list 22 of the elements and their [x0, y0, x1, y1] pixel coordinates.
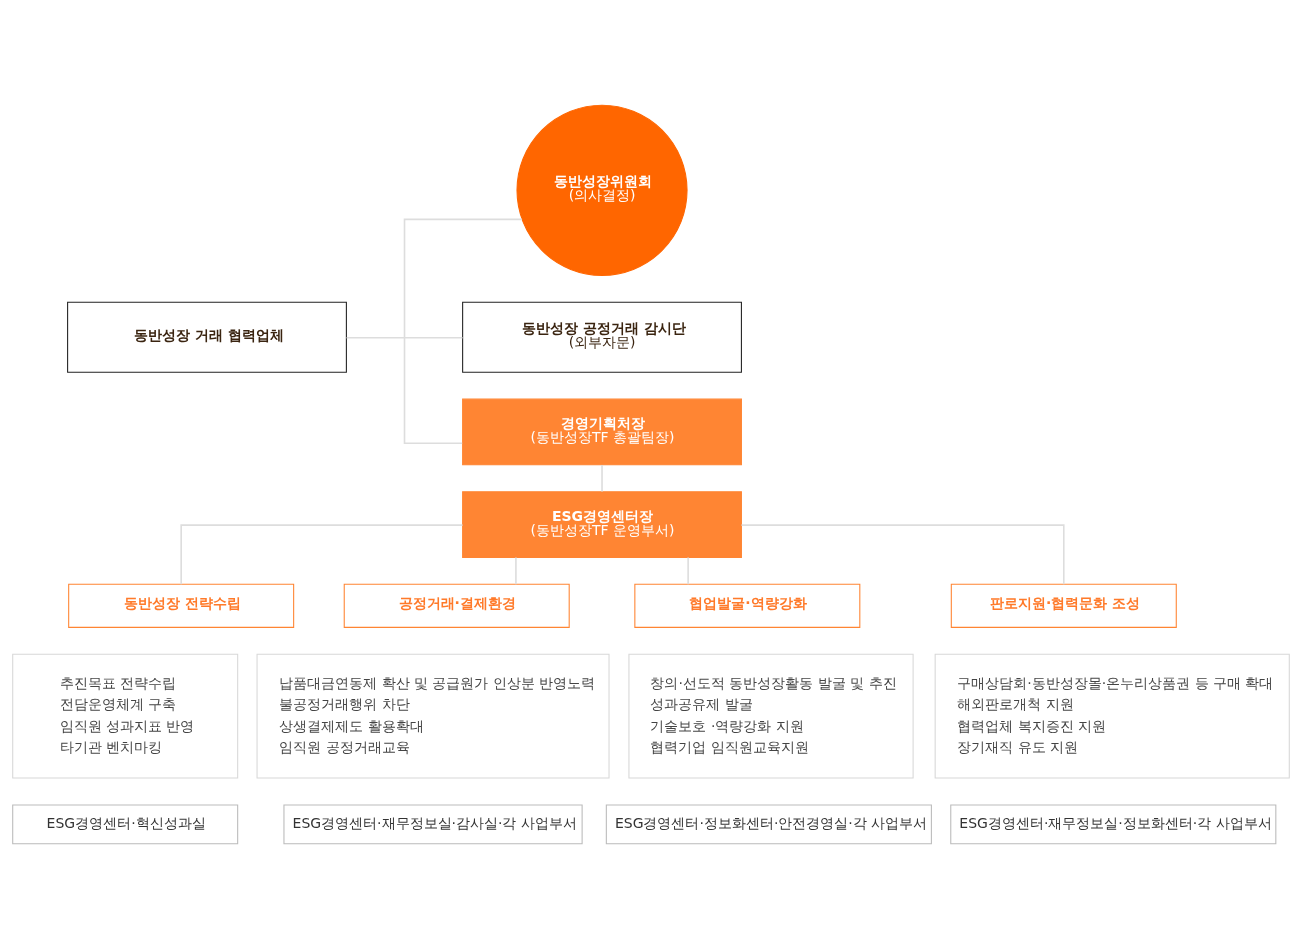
node-box: 구매상담회·동반성장몰·온누리상품권 등 구매 확대 해외판로개척 지원 협력업체 복지증진 지원 장기재직 유도 지원 — [934, 653, 1290, 779]
connector — [740, 524, 1065, 585]
node-box: 동반성장 공정거래 감시단 (외부자문) — [462, 301, 742, 373]
node-box: 추진목표 전략수립 전담운영체계 구축 임직원 성과지표 반영 타기관 벤치마킹 — [12, 653, 239, 779]
node-box: ESG경영센터·재무정보실·감사실·각 사업부서 — [283, 804, 583, 845]
node-box: 동반성장 거래 협력업체 — [67, 301, 347, 373]
node-box: 동반성장 전략수립 — [68, 583, 295, 628]
node-box: ESG경영센터장 (동반성장TF 운영부서) — [462, 491, 742, 558]
node-box: 공정거래·결제환경 — [343, 583, 570, 628]
node-box: ESG경영센터·재무정보실·정보화센터·각 사업부서 — [950, 804, 1277, 845]
node-box: 납품대금연동제 확산 및 공급원가 인상분 반영노력 불공정거래행위 차단 상생결제제도 활용확대 임직원 공정거래교육 — [256, 653, 610, 779]
connector — [345, 337, 464, 339]
node-box: 경영기획처장 (동반성장TF 총괄팀장) — [462, 398, 742, 466]
node-box: 판로지원·협력문화 조성 — [950, 583, 1177, 628]
node-box: 창의·선도적 동반성장활동 발굴 및 추진 성과공유제 발굴 기술보호 ·역량강화 지원 협력기업 임직원교육지원 — [628, 653, 914, 779]
connector — [180, 524, 464, 585]
node-box: 협업발굴·역량강화 — [634, 583, 861, 628]
connector — [403, 218, 523, 445]
node-circle: 동반성장위원회 (의사결정) — [516, 104, 688, 276]
node-box: ESG경영센터·혁신성과실 — [12, 804, 239, 845]
connector — [687, 556, 689, 585]
node-box: ESG경영센터·정보화센터·안전경영실·각 사업부서 — [605, 804, 932, 845]
